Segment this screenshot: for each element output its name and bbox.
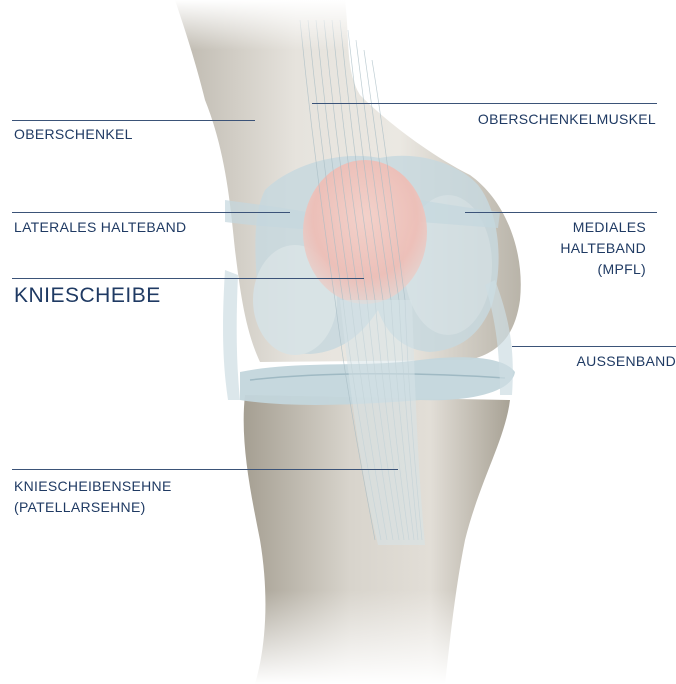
label-medial-ligament-line2: HALTEBAND — [560, 239, 646, 258]
leader-line-patellar-tendon — [12, 469, 398, 470]
leader-line-thigh — [12, 120, 255, 121]
leader-line-lateral-ligament — [12, 212, 290, 213]
label-patellar-tendon-line2: (PATELLARSEHNE) — [14, 498, 146, 517]
label-lateral-ligament: LATERALES HALTEBAND — [14, 218, 186, 237]
label-outer-ligament: AUSSENBAND — [577, 352, 676, 371]
label-thigh: OBERSCHENKEL — [14, 125, 133, 144]
label-patellar-tendon-line1: KNIESCHEIBENSEHNE — [14, 477, 172, 496]
leader-line-thigh-muscle — [312, 103, 657, 104]
leader-line-outer-ligament — [512, 346, 676, 347]
label-medial-ligament-line1: MEDIALES — [573, 218, 646, 237]
leader-line-kneecap — [12, 278, 364, 279]
label-medial-ligament-line3: (MPFL) — [598, 260, 646, 279]
leader-line-medial-ligament — [465, 212, 657, 213]
label-kneecap: KNIESCHEIBE — [14, 286, 161, 305]
label-thigh-muscle: OBERSCHENKELMUSKEL — [478, 110, 656, 129]
